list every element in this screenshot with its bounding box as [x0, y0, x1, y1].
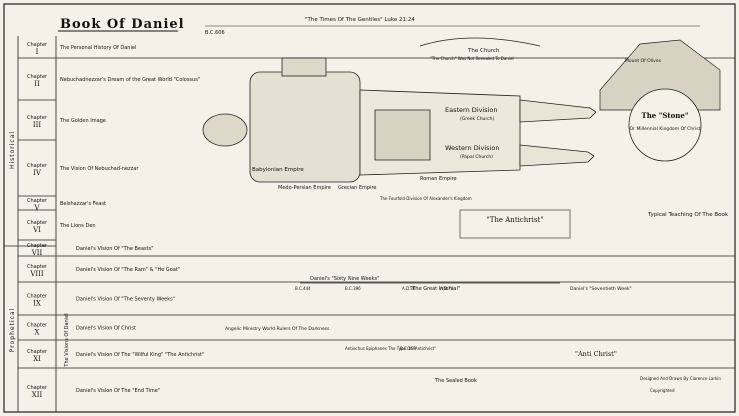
section-prophetical: Prophetical — [9, 308, 16, 352]
chapter-description: Daniel's Vision Of The "Wilful King" "Th… — [76, 352, 204, 358]
chapter-number: I — [36, 48, 39, 56]
chapter-label: Chapter — [27, 42, 48, 48]
mount-olives: Mount Of Olives — [625, 58, 662, 64]
chapter-number: XII — [32, 391, 43, 399]
chapter-label: Chapter — [27, 163, 48, 169]
chapter-label: Chapter — [27, 385, 48, 391]
chapter-description: The Personal History Of Daniel — [59, 45, 136, 51]
sealed-book: The Sealed Book — [434, 378, 477, 384]
chapter-description: The Lions Den — [59, 223, 96, 229]
stone-sub: Or Millennial Kingdom Of Christ — [630, 126, 701, 132]
year-396: B.C.396 — [345, 286, 361, 291]
chapter-number: VI — [32, 226, 41, 234]
chapter-label: Chapter — [27, 323, 48, 329]
chapter-description: Belshazzar's Feast — [60, 201, 106, 207]
antichrist-title: "The Antichrist" — [486, 216, 543, 224]
section-visions: The Visions Of Daniel — [64, 313, 70, 367]
chapter-description: Daniel's Vision Of "The Seventy Weeks" — [76, 297, 175, 303]
date-start: B.C.606 — [205, 30, 225, 36]
eastern-sub: (Greek Church) — [460, 116, 494, 122]
chapter-number: V — [33, 204, 40, 212]
sixty-nine-weeks: Daniel's "Sixty Nine Weeks" — [310, 276, 379, 282]
year-70: A.D.70 — [440, 286, 454, 291]
stone-title: The "Stone" — [642, 111, 689, 120]
chapter-description: Daniel's Vision Of The "End Time" — [76, 388, 160, 394]
designer: Designed And Drawn By Clarence Larkin — [640, 376, 721, 381]
year-30: A.D.30 — [402, 286, 416, 291]
anti-christ: "Anti Christ" — [575, 350, 617, 358]
chapter-label: Chapter — [27, 198, 48, 204]
empire-medo-persia: Medo-Persian Empire — [278, 185, 331, 191]
world-rulers: Angelic Ministry World Rulers Of The Dar… — [225, 326, 330, 332]
western-division: Western Division — [445, 144, 499, 152]
chart-title: Book Of Daniel — [60, 17, 185, 32]
church-sub: "The Church" Was Not Revealed To Daniel — [430, 56, 514, 61]
chapter-label: Chapter — [27, 264, 48, 270]
chapter-description: The Golden Image — [59, 118, 106, 124]
chapter-description: Daniel's Vision Of Christ — [76, 326, 136, 332]
mountain — [599, 39, 721, 111]
chapter-label: Chapter — [27, 294, 48, 300]
chapter-number: III — [33, 121, 42, 129]
chapter-number: VIII — [29, 270, 44, 278]
chapter-number: II — [34, 80, 40, 88]
section-historical: Historical — [9, 131, 16, 169]
copyright: Copyrighted — [650, 388, 675, 393]
year-444: B.C.444 — [295, 286, 311, 291]
eastern-division: Eastern Division — [445, 106, 498, 114]
chapter-label: Chapter — [27, 74, 48, 80]
chapter-description: Daniel's Vision Of "The Beasts" — [76, 246, 154, 252]
chapter-number: VII — [31, 249, 43, 257]
chapter-label: Chapter — [27, 220, 48, 226]
empire-grecian: Grecian Empire — [338, 185, 376, 191]
seventieth-week: Daniel's "Seventieth Week" — [570, 286, 632, 292]
empire-babylon: Babylonian Empire — [252, 167, 304, 173]
chapter-number: X — [35, 329, 40, 337]
year-168: B.C.168 — [400, 346, 416, 351]
typical-title: Typical Teaching Of The Book — [647, 212, 729, 218]
church-label: The Church — [467, 48, 500, 54]
empire-fourfold: The Fourfold Division Of Alexander's Kin… — [379, 196, 472, 201]
times-of-gentiles: "The Times Of The Gentiles" Luke 21:24 — [305, 17, 415, 23]
great-interval: "The Great Interval" — [410, 286, 460, 292]
chapter-number: IV — [33, 169, 42, 177]
colossus-statue — [202, 57, 597, 183]
chapter-label: Chapter — [27, 349, 48, 355]
chapter-label: Chapter — [27, 243, 48, 249]
stone-circle — [628, 88, 702, 162]
chapter-number: XI — [33, 355, 41, 363]
antiochus: Antiochus Epiphanes The Type Of "Antichr… — [345, 346, 436, 351]
chapter-label: Chapter — [27, 115, 48, 121]
chapter-number: IX — [33, 300, 41, 308]
chapter-description: Nebuchadnezzar's Dream of the Great Worl… — [60, 77, 200, 83]
chapter-description: The Vision Of Nebuchad-nezzar — [59, 166, 139, 172]
chapter-description: Daniel's Vision Of "The Ram" & "He Goat" — [76, 267, 180, 273]
western-sub: (Papal Church) — [460, 154, 493, 160]
empire-roman: Roman Empire — [420, 176, 457, 182]
